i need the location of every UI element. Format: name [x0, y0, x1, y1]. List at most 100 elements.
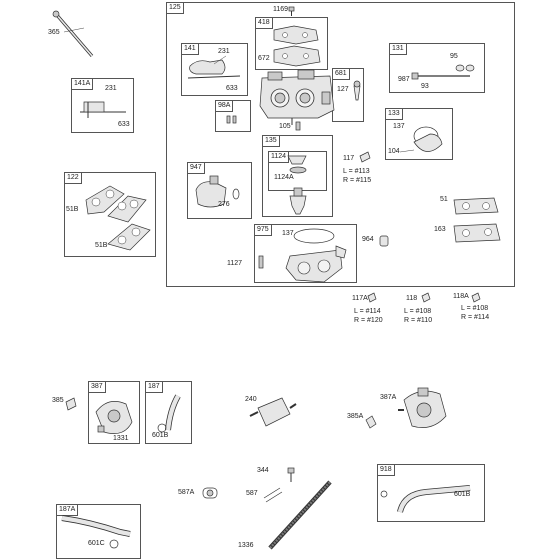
callout-587a: 587A: [178, 489, 195, 496]
callout-1336: 1336: [238, 542, 254, 549]
callout-163: 163: [434, 226, 446, 233]
part-365-rod: [52, 10, 94, 58]
callout-r114: R = #114: [461, 314, 490, 321]
part-carburetor: [259, 69, 335, 125]
callout-276: 276: [218, 201, 230, 208]
callout-1169: 1169: [273, 6, 289, 13]
callout-r120: R = #120: [354, 317, 383, 324]
part-1124-solenoid: [287, 155, 307, 215]
part-187-hose: [157, 394, 181, 433]
callout-1331: 1331: [113, 435, 129, 442]
callout-385: 385: [52, 397, 64, 404]
callout-127: 127: [337, 86, 349, 93]
part-141-linkage: [187, 55, 241, 79]
part-240-filter: [249, 397, 297, 427]
callout-601b: 601B: [152, 432, 169, 439]
callout-1124a: 1124A: [274, 174, 294, 181]
box-number: 975: [255, 225, 272, 236]
callout-231: 231: [105, 85, 117, 92]
group-box-135: 135: [262, 135, 333, 217]
callout-95: 95: [450, 53, 458, 60]
part-131-bits: [411, 64, 475, 80]
box-number: 131: [390, 44, 407, 55]
callout-601b: 601B: [454, 491, 471, 498]
group-box-387: 387: [88, 381, 140, 444]
callout-385a: 385A: [347, 413, 364, 420]
callout-r110: R = #110: [404, 317, 433, 324]
part-947-sensor: [195, 175, 240, 208]
group-box-133: 133: [385, 108, 453, 160]
part-133-bowl: [399, 126, 443, 153]
group-box-975: 975: [254, 224, 357, 283]
box-number: 418: [256, 18, 273, 29]
callout-104: 104: [388, 148, 400, 155]
group-box-141: 141: [181, 43, 248, 96]
callout-93: 93: [421, 83, 429, 90]
group-box-98a: 98A: [215, 100, 251, 132]
callout-231: 231: [218, 48, 230, 55]
part-418-gaskets: [273, 25, 321, 67]
part-141a-linkage: [80, 101, 126, 118]
callout-118: 118: [406, 295, 418, 302]
part-51-163-gaskets: [453, 197, 501, 243]
callout-51b: 51B: [95, 242, 108, 249]
callout-387a: 387A: [380, 394, 397, 401]
box-number: 141A: [72, 79, 94, 90]
callout-51b: 51B: [66, 206, 79, 213]
box-number: 918: [378, 465, 395, 476]
callout-r115: R = #115: [343, 177, 372, 184]
part-105-screw: [295, 121, 301, 131]
box-number: 98A: [216, 101, 234, 112]
part-187a-hose: [61, 515, 131, 549]
callout-137: 137: [393, 123, 405, 130]
box-number: 141: [182, 44, 199, 55]
callout-137: 137: [282, 230, 294, 237]
callout-117a: 117A: [352, 295, 368, 302]
callout-117: 117: [343, 155, 355, 162]
box-number: 122: [65, 173, 82, 184]
box-number: 387: [89, 382, 106, 393]
group-box-187a: 187A: [56, 504, 141, 559]
group-box-122: 122: [64, 172, 156, 257]
part-122-gaskets: [85, 185, 151, 251]
part-jets: [367, 292, 481, 303]
part-387a-pump: [398, 387, 447, 428]
part-385a-fitting: [365, 415, 377, 429]
callout-672: 672: [258, 55, 270, 62]
part-587a-clamp: [202, 487, 218, 499]
callout-l114: L = #114: [354, 308, 381, 315]
part-975-adapter: [258, 228, 347, 283]
callout-633: 633: [118, 121, 130, 128]
box-number: 947: [188, 163, 205, 174]
box-number: 135: [263, 136, 280, 147]
callout-601c: 601C: [88, 540, 105, 547]
part-385-fitting: [65, 397, 77, 411]
group-box-918: 918: [377, 464, 485, 522]
callout-987: 987: [398, 76, 410, 83]
group-box-947: 947: [187, 162, 252, 219]
callout-1127: 1127: [227, 260, 243, 267]
callout-51: 51: [440, 196, 448, 203]
callout-105: 105: [279, 123, 291, 130]
group-box-141a: 141A: [71, 78, 134, 133]
group-box-418: 418: [255, 17, 328, 70]
callout-l113: L = #113: [343, 168, 370, 175]
callout-344: 344: [257, 467, 269, 474]
callout-118a: 118A: [453, 293, 469, 300]
part-587-clip: [263, 487, 283, 503]
callout-240: 240: [245, 396, 257, 403]
part-964-plug: [379, 235, 389, 247]
callout-964: 964: [362, 236, 374, 243]
box-number: 681: [333, 69, 350, 80]
box-number: 187: [146, 382, 163, 393]
part-681-needle: [353, 80, 361, 101]
part-1169-screw: [288, 6, 295, 16]
callout-587: 587: [246, 490, 258, 497]
part-1336-fuel-line: [268, 480, 332, 550]
part-98a-screws: [226, 115, 237, 124]
box-number: 133: [386, 109, 403, 120]
part-387-pump: [95, 401, 133, 434]
callout-l108: L = #108: [404, 308, 432, 315]
callout-633: 633: [226, 85, 238, 92]
